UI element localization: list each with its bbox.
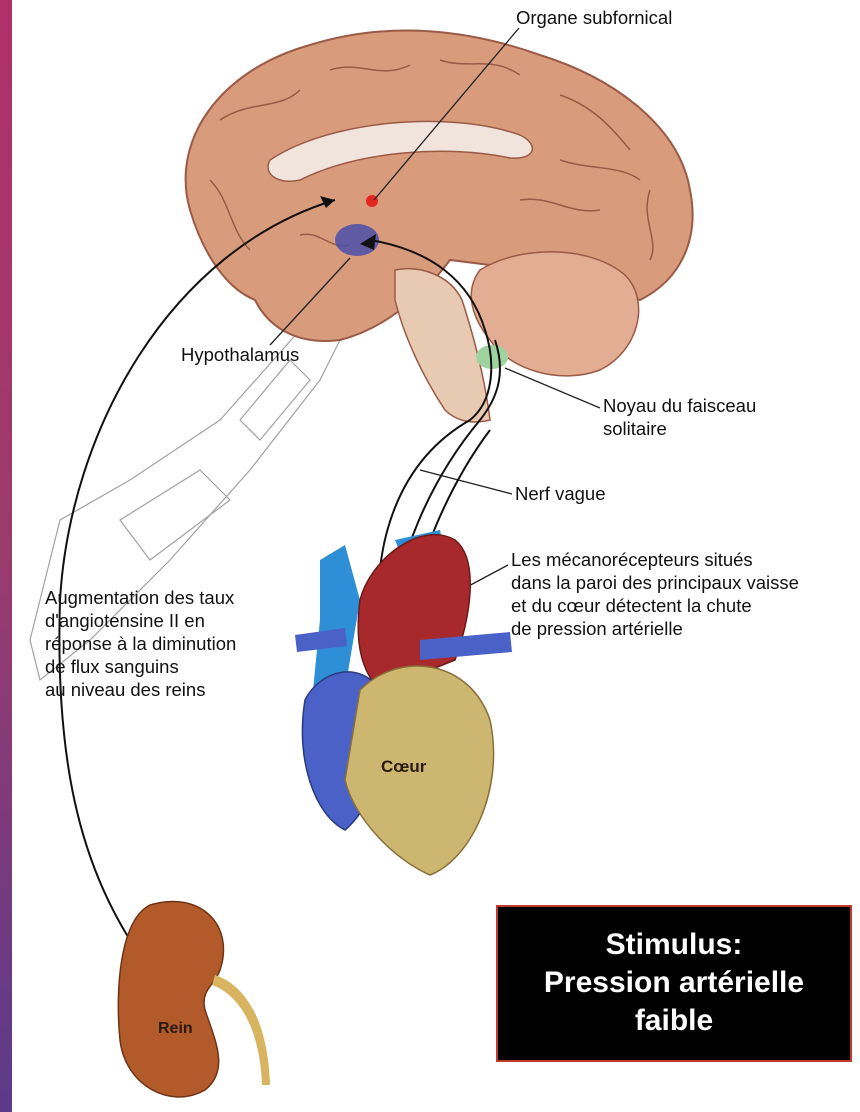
label-coeur: Cœur bbox=[381, 757, 426, 777]
kidney-body bbox=[118, 901, 223, 1096]
ureter bbox=[212, 975, 270, 1085]
label-hypothalamus: Hypothalamus bbox=[181, 343, 299, 366]
label-nerf-vague: Nerf vague bbox=[515, 482, 606, 505]
stimulus-line-2: Pression artérielle bbox=[498, 964, 850, 1002]
label-augmentation-angiotensine: Augmentation des taux d'angiotensine II … bbox=[45, 586, 236, 701]
stimulus-box: Stimulus: Pression artérielle faible bbox=[496, 905, 852, 1062]
label-organe-subfornical: Organe subfornical bbox=[516, 6, 672, 29]
heart bbox=[295, 530, 512, 875]
kidney bbox=[118, 901, 270, 1096]
label-rein: Rein bbox=[158, 1020, 193, 1038]
label-mecanorecepteurs: Les mécanorécepteurs situés dans la paro… bbox=[511, 548, 799, 640]
stimulus-line-3: faible bbox=[498, 1002, 850, 1040]
stimulus-line-1: Stimulus: bbox=[498, 926, 850, 964]
label-noyau-faisceau: Noyau du faisceau solitaire bbox=[603, 394, 756, 440]
